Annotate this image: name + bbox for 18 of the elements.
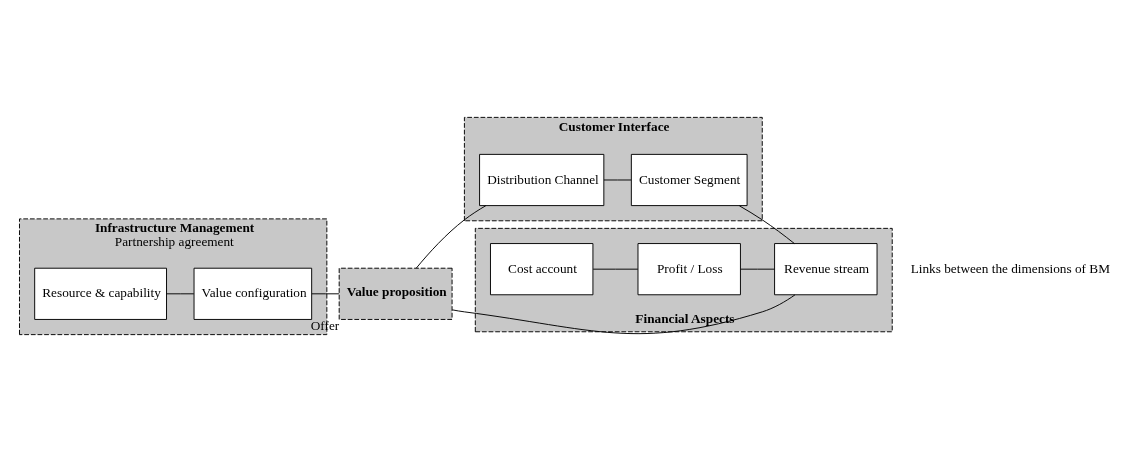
connector bbox=[166, 293, 195, 295]
node-box: Distribution Channel bbox=[479, 153, 605, 207]
connector bbox=[738, 205, 795, 245]
node-box: Value configuration bbox=[193, 267, 313, 320]
connector bbox=[311, 293, 340, 295]
connector bbox=[740, 268, 775, 270]
node-box: Resource & capability bbox=[34, 267, 167, 320]
node-label: Offer bbox=[310, 318, 340, 334]
connector bbox=[603, 179, 632, 181]
connector bbox=[592, 268, 639, 270]
connector bbox=[451, 294, 796, 335]
node-box: Profit / Loss bbox=[637, 243, 741, 296]
label: Links between the dimensions of BM bbox=[910, 260, 1110, 276]
node-box: Value proposition bbox=[338, 267, 453, 320]
node-box: Revenue stream bbox=[774, 243, 878, 296]
connector bbox=[415, 205, 487, 269]
node-box: Customer Segment bbox=[630, 153, 748, 207]
node-box: Cost account bbox=[490, 243, 594, 296]
